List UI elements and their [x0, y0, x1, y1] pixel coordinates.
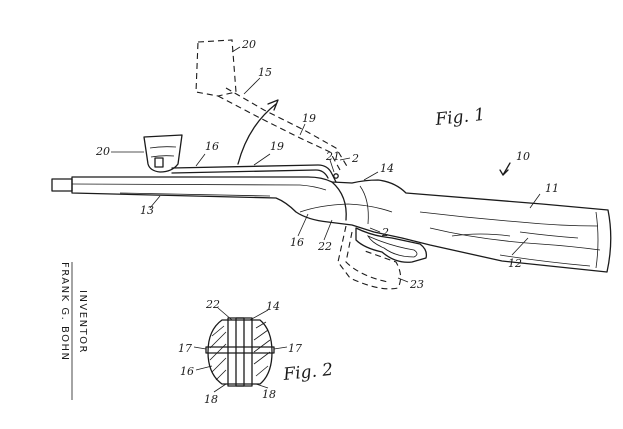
ref-23: 23 [409, 278, 424, 291]
fig2-ref-17-left: 17 [178, 342, 192, 355]
fig1-rifle-drawing [51, 39, 612, 290]
section-outline [207, 319, 273, 385]
section-line-2-2 [339, 157, 351, 161]
cup-holder [143, 134, 183, 173]
fig2-ref-17-right: 17 [288, 342, 302, 355]
ref-13: 13 [140, 204, 154, 217]
ref-2-bottom: 2 [381, 226, 389, 239]
barrel-and-forend [71, 176, 612, 273]
ref-2-top: 2 [351, 152, 359, 165]
receiver-curve [331, 181, 347, 221]
fig2-ref-22: 22 [205, 298, 220, 311]
muzzle-tip [51, 178, 73, 192]
ref-10: 10 [516, 150, 530, 163]
ref-12: 12 [508, 257, 522, 270]
ref-16: 16 [205, 140, 219, 153]
ref-22: 22 [317, 240, 332, 253]
fig2-title: Fig. 2 [281, 360, 334, 385]
fig2-ref-18-right: 18 [262, 388, 276, 401]
loading-lever [355, 227, 428, 263]
inventor-title: INVENTOR [77, 290, 88, 354]
cross-pin [205, 346, 275, 354]
fig2-ref-18-left: 18 [204, 393, 218, 406]
ref-15: 15 [258, 66, 272, 79]
fig2-section-drawing [193, 307, 288, 393]
inventor-name: FRANK G. BOHN [59, 262, 70, 362]
ref-14: 14 [380, 162, 394, 175]
ref-16-lower: 16 [290, 236, 304, 249]
fig2-ref-14: 14 [266, 300, 280, 313]
ref-20-solid: 20 [95, 145, 110, 158]
ref-21: 21 [325, 150, 340, 163]
ref-20-dashed: 20 [241, 38, 256, 51]
ref-19-lower: 19 [270, 140, 284, 153]
swung-cup-dashed [195, 39, 237, 97]
ref-11: 11 [545, 182, 559, 195]
ref-19-upper: 19 [302, 112, 316, 125]
fig2-ref-16: 16 [180, 365, 194, 378]
mount-rod [171, 164, 337, 183]
lever-open-position [337, 225, 402, 290]
fig1-title: Fig. 1 [433, 105, 486, 130]
swing-arc [237, 103, 277, 165]
swung-rod-dashed [217, 95, 341, 171]
